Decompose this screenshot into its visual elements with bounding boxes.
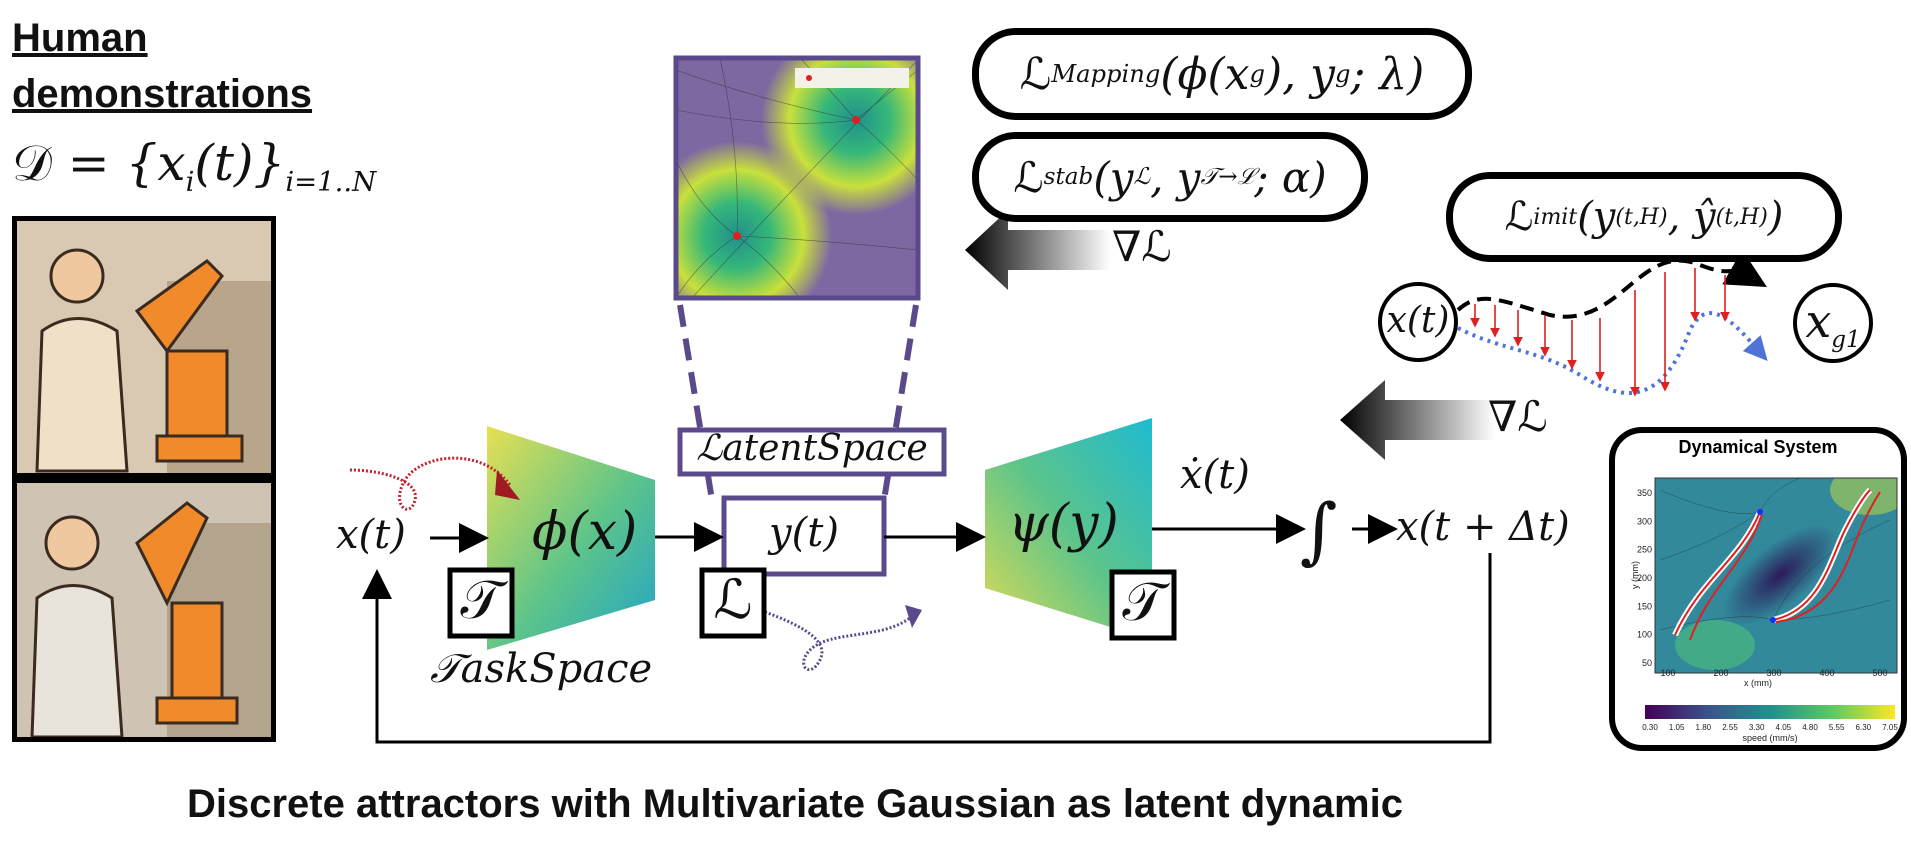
grad-label-right: ∇ℒ (1488, 392, 1548, 441)
integral-sign: ∫ (1300, 488, 1338, 572)
ds-xtick: 300 (1766, 668, 1781, 678)
encoder-block (487, 426, 655, 650)
caption: Discrete attractors with Multivariate Ga… (187, 782, 1403, 826)
latent-L-box (699, 567, 767, 639)
ds-colorbar-tick: 6.30 (1856, 723, 1872, 732)
input-label: x(t) (336, 512, 406, 558)
task-box-2 (1109, 569, 1177, 641)
ds-ytick: 250 (1637, 545, 1652, 555)
ds-colorbar-tick: 5.55 (1829, 723, 1845, 732)
ds-xlabel: x (mm) (1744, 678, 1772, 688)
latent-label: y(t) (769, 510, 839, 556)
ds-xtick: 100 (1660, 668, 1675, 678)
heading-line-2: demonstrations (12, 72, 313, 116)
ds-colorbar-tick: 4.80 (1802, 723, 1818, 732)
demo-photo-1 (12, 216, 276, 478)
latent-space-label-box (677, 427, 947, 477)
ds-colorbar-tick: 7.05 (1882, 723, 1898, 732)
task-symbol-2: 𝒯 (1122, 570, 1164, 633)
encoder-label: ϕ(x) (532, 502, 638, 562)
demo-photo-2 (12, 478, 276, 742)
ds-ytick: 300 (1637, 516, 1652, 526)
predicted-trajectory (1457, 311, 1768, 395)
traj-goal-circle (1793, 283, 1873, 363)
ds-ytick: 150 (1637, 601, 1652, 611)
ds-colorbar-tick: 0.30 (1642, 723, 1658, 732)
ds-colorbar-tick: 3.30 (1749, 723, 1765, 732)
gradient-arrow-top (965, 210, 1110, 290)
ds-ytick: 50 (1642, 658, 1652, 668)
ds-ytick: 100 (1637, 630, 1652, 640)
latent-symbol: ℒ (713, 568, 753, 631)
task-symbol-1: 𝒯 (460, 568, 502, 631)
feedback-loop-arrow (362, 553, 1492, 744)
task-space-label: 𝒯askSpace (430, 646, 653, 692)
ds-xtick: 400 (1819, 668, 1834, 678)
ds-colorbar (1645, 705, 1895, 719)
grad-label-top: ∇ℒ (1112, 222, 1172, 271)
error-bars (1470, 268, 1730, 397)
latent-space-label: ℒatentSpace (696, 428, 928, 469)
traj-goal-label: xg1 (1805, 294, 1861, 354)
ds-title: Dynamical System (1678, 437, 1837, 457)
traj-start-label: x(t) (1386, 300, 1450, 341)
traj-start-circle (1378, 282, 1458, 362)
ds-ytick: 200 (1637, 573, 1652, 583)
gradient-arrow-right (1340, 380, 1495, 460)
xdot-label: ẋ(t) (1180, 452, 1250, 498)
decoder-label: ψ(y) (1008, 494, 1119, 554)
latent-field-image (673, 55, 921, 301)
task-box-1 (447, 567, 515, 639)
ds-colorbar-tick: 1.05 (1669, 723, 1685, 732)
heading: Human demonstrations (12, 10, 312, 122)
ds-xtick: 200 (1713, 668, 1728, 678)
ds-colorbar-tick: 1.80 (1696, 723, 1712, 732)
ds-xtick: 500 (1872, 668, 1887, 678)
ds-colorbar-tick: 2.55 (1722, 723, 1738, 732)
dataset-formula: 𝒟 = {xi(t)}i=1..N (12, 134, 377, 198)
ds-ytick: 350 (1637, 488, 1652, 498)
heading-line-1: Human (12, 16, 148, 60)
demo-trajectory (1456, 249, 1767, 319)
ds-colorbar-tick: 4.05 (1776, 723, 1792, 732)
ds-ylabel: y (mm) (1630, 561, 1640, 589)
ds-colorbar-label: speed (mm/s) (1742, 733, 1797, 743)
latent-noise-curve (764, 610, 911, 672)
output-label: x(t + Δt) (1396, 504, 1570, 550)
task-noise-curve (349, 456, 512, 511)
